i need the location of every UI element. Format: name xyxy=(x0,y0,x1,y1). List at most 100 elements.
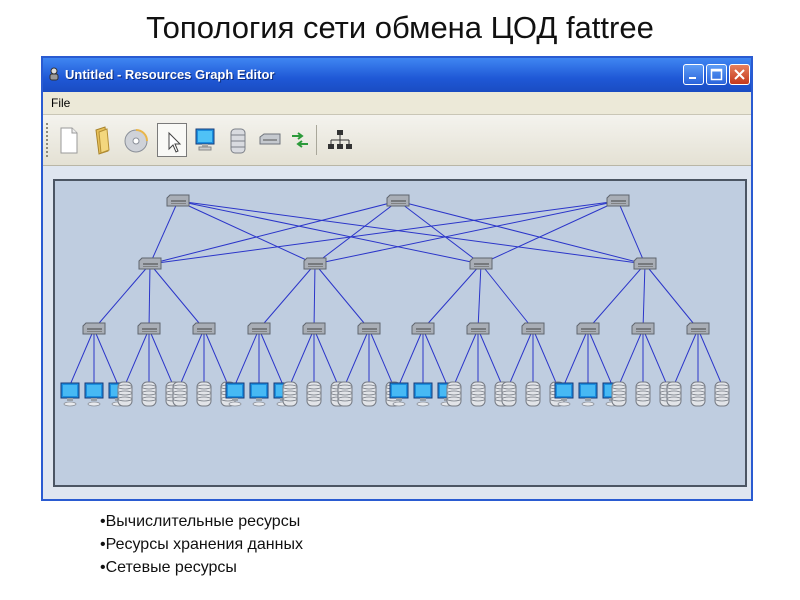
toolbar xyxy=(43,115,751,166)
storage-node[interactable] xyxy=(172,381,188,407)
app-icon xyxy=(49,67,59,81)
tree-layout-button[interactable] xyxy=(325,123,355,157)
storage-node[interactable] xyxy=(196,381,212,407)
core-switch[interactable] xyxy=(386,194,410,207)
computer-node[interactable] xyxy=(554,382,574,407)
computer-node[interactable] xyxy=(249,382,269,407)
agg-edge-link xyxy=(422,263,482,330)
storage-node[interactable] xyxy=(666,381,682,407)
add-link-button[interactable] xyxy=(285,123,315,157)
storage-node[interactable] xyxy=(337,381,353,407)
legend-list: •Вычислительные ресурсы •Ресурсы хранени… xyxy=(100,510,303,579)
edge-node-link xyxy=(508,328,534,386)
edge-switch[interactable] xyxy=(192,322,216,335)
edge-node-link xyxy=(477,328,503,386)
pointer-tool-button[interactable] xyxy=(157,123,187,157)
computer-node[interactable] xyxy=(60,382,80,407)
storage-node[interactable] xyxy=(690,381,706,407)
edge-node-link xyxy=(697,328,723,386)
tree-layout-icon xyxy=(328,130,352,149)
computer-node[interactable] xyxy=(84,382,104,407)
agg-edge-link xyxy=(480,263,534,330)
add-computer-button[interactable] xyxy=(190,123,220,157)
legend-compute: •Вычислительные ресурсы xyxy=(100,513,301,530)
edge-switch[interactable] xyxy=(357,322,381,335)
window-titlebar[interactable]: Untitled - Resources Graph Editor xyxy=(43,58,751,92)
agg-edge-link xyxy=(149,263,205,330)
core-switch[interactable] xyxy=(606,194,630,207)
open-button[interactable] xyxy=(87,123,117,157)
edge-switch[interactable] xyxy=(411,322,435,335)
close-icon xyxy=(734,69,745,80)
core-agg-link xyxy=(177,200,482,265)
edge-switch[interactable] xyxy=(631,322,655,335)
switch-icon xyxy=(259,133,281,145)
core-agg-link xyxy=(149,200,619,265)
graph-canvas[interactable] xyxy=(53,179,747,487)
computer-node[interactable] xyxy=(578,382,598,407)
edge-node-link xyxy=(344,328,370,386)
edge-node-link xyxy=(289,328,315,386)
edge-switch[interactable] xyxy=(247,322,271,335)
storage-node[interactable] xyxy=(611,381,627,407)
new-document-button[interactable] xyxy=(53,123,83,157)
add-switch-button[interactable] xyxy=(255,123,285,157)
save-button[interactable] xyxy=(121,123,151,157)
maximize-button[interactable] xyxy=(706,64,727,85)
storage-node[interactable] xyxy=(141,381,157,407)
edge-node-link xyxy=(179,328,205,386)
agg-edge-link xyxy=(314,263,370,330)
maximize-icon xyxy=(710,68,723,81)
core-agg-link xyxy=(177,200,646,265)
storage-node[interactable] xyxy=(282,381,298,407)
storage-node[interactable] xyxy=(306,381,322,407)
edge-switch[interactable] xyxy=(82,322,106,335)
edge-node-link xyxy=(618,328,644,386)
aggregation-switch[interactable] xyxy=(303,257,327,270)
edge-switch[interactable] xyxy=(137,322,161,335)
close-button[interactable] xyxy=(729,64,750,85)
edge-node-link xyxy=(148,328,174,386)
storage-node[interactable] xyxy=(361,381,377,407)
core-switch[interactable] xyxy=(166,194,190,207)
edge-switch[interactable] xyxy=(466,322,490,335)
storage-node[interactable] xyxy=(525,381,541,407)
storage-icon xyxy=(230,128,246,154)
aggregation-switch[interactable] xyxy=(633,257,657,270)
edge-switch[interactable] xyxy=(521,322,545,335)
storage-node[interactable] xyxy=(470,381,486,407)
computer-node[interactable] xyxy=(413,382,433,407)
storage-node[interactable] xyxy=(635,381,651,407)
save-disk-icon xyxy=(124,129,148,153)
slide-title: Топология сети обмена ЦОД fattree xyxy=(146,10,654,45)
add-storage-button[interactable] xyxy=(223,123,253,157)
core-agg-link xyxy=(397,200,482,265)
topology-graph xyxy=(60,194,730,407)
menu-file[interactable]: File xyxy=(51,96,71,110)
window-title: Untitled - Resources Graph Editor xyxy=(65,67,275,82)
storage-node[interactable] xyxy=(446,381,462,407)
computer-node[interactable] xyxy=(389,382,409,407)
toolbar-grip[interactable] xyxy=(46,123,51,157)
aggregation-switch[interactable] xyxy=(138,257,162,270)
edge-node-link xyxy=(673,328,699,386)
storage-node[interactable] xyxy=(714,381,730,407)
core-agg-link xyxy=(177,200,316,265)
links xyxy=(69,200,723,386)
agg-edge-link xyxy=(644,263,699,330)
edge-node-link xyxy=(313,328,339,386)
agg-edge-link xyxy=(313,263,316,330)
edge-switch[interactable] xyxy=(686,322,710,335)
storage-node[interactable] xyxy=(501,381,517,407)
link-icon xyxy=(292,132,308,148)
aggregation-switch[interactable] xyxy=(469,257,493,270)
computer-icon xyxy=(195,128,215,151)
storage-node[interactable] xyxy=(117,381,133,407)
agg-edge-link xyxy=(148,263,151,330)
edge-switch[interactable] xyxy=(302,322,326,335)
edge-node-link xyxy=(642,328,668,386)
edge-switch[interactable] xyxy=(576,322,600,335)
minimize-button[interactable] xyxy=(683,64,704,85)
edge-node-link xyxy=(69,328,95,386)
computer-node[interactable] xyxy=(225,382,245,407)
